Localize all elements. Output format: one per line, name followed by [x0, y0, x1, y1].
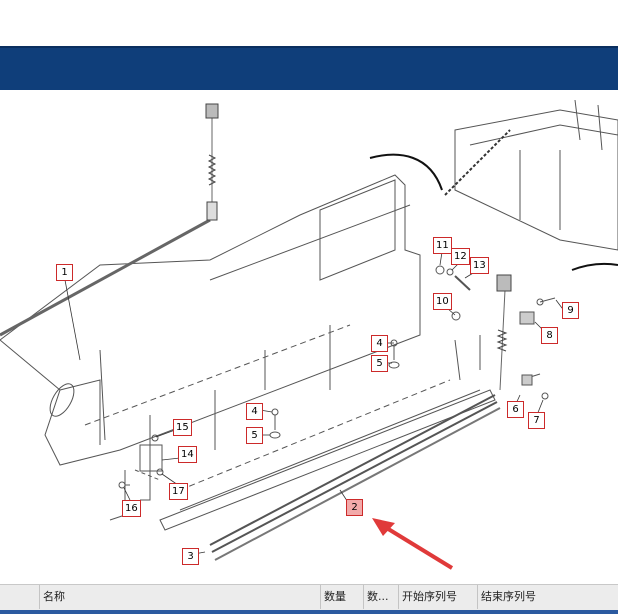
callout-7[interactable]: 7: [528, 412, 545, 429]
callout-14[interactable]: 14: [178, 446, 197, 463]
callout-8[interactable]: 8: [541, 327, 558, 344]
parts-diagram: 1 2 3 4 5 4 5 6 7 8 9 10 11 12 13 14 15 …: [0, 90, 618, 582]
column-header-unit[interactable]: 数...: [364, 585, 399, 609]
column-header-select[interactable]: [0, 585, 40, 609]
exploded-view-drawing: [0, 99, 618, 570]
callout-16[interactable]: 16: [122, 500, 141, 517]
callout-4-upper[interactable]: 4: [371, 335, 388, 352]
callout-1[interactable]: 1: [56, 264, 73, 281]
column-header-name[interactable]: 名称: [40, 585, 321, 609]
callout-15[interactable]: 15: [173, 419, 192, 436]
callout-13[interactable]: 13: [470, 257, 489, 274]
callout-17[interactable]: 17: [169, 483, 188, 500]
callout-3[interactable]: 3: [182, 548, 199, 565]
column-header-start-serial[interactable]: 开始序列号: [399, 585, 478, 609]
callout-9[interactable]: 9: [562, 302, 579, 319]
callout-2[interactable]: 2: [346, 499, 363, 516]
callout-4-lower[interactable]: 4: [246, 403, 263, 420]
column-header-end-serial[interactable]: 结束序列号: [481, 590, 536, 603]
callout-6[interactable]: 6: [507, 401, 524, 418]
callout-5-upper[interactable]: 5: [371, 355, 388, 372]
callout-10[interactable]: 10: [433, 293, 452, 310]
table-divider: [0, 610, 618, 614]
column-header-quantity[interactable]: 数量: [321, 585, 364, 609]
title-bar: [0, 46, 618, 92]
parts-table-header: 名称 数量 数... 开始序列号 结束序列号: [0, 584, 618, 614]
callout-11[interactable]: 11: [433, 237, 452, 254]
callout-12[interactable]: 12: [451, 248, 470, 265]
top-area: [0, 0, 618, 46]
highlight-arrow: [372, 518, 454, 570]
callout-5-lower[interactable]: 5: [246, 427, 263, 444]
